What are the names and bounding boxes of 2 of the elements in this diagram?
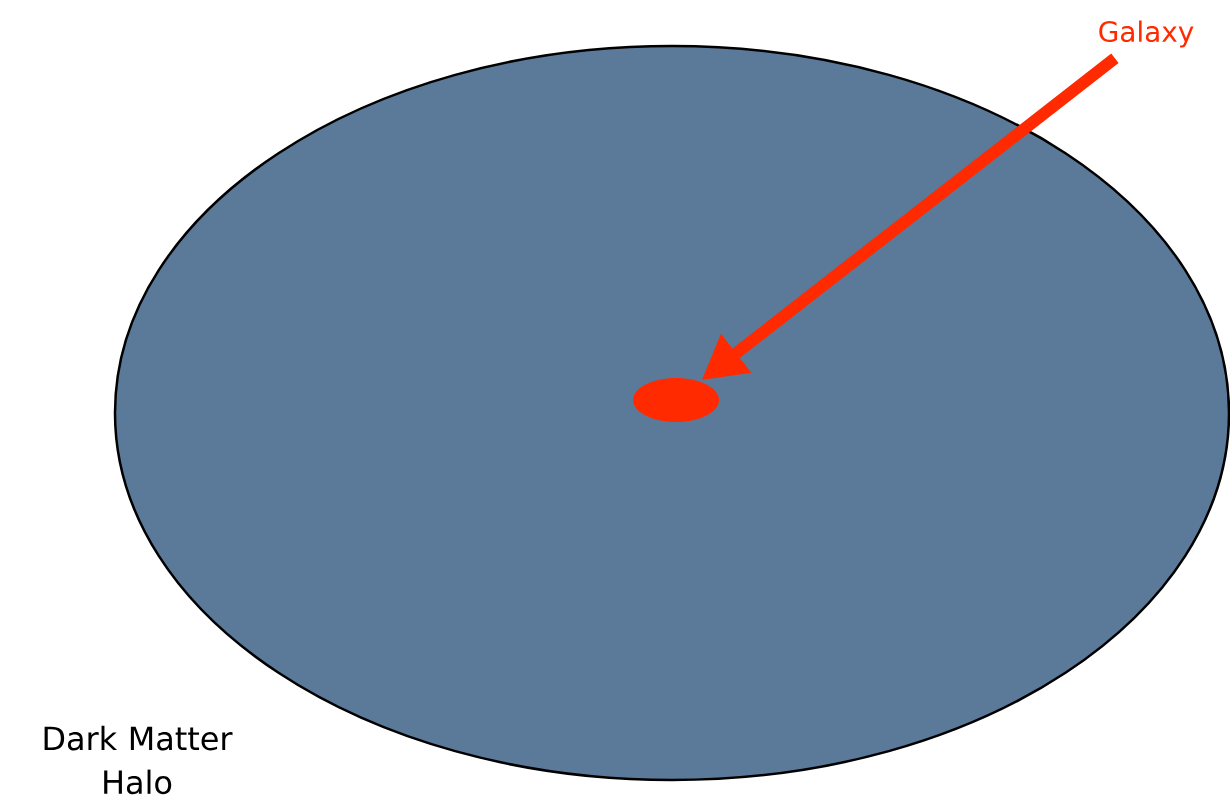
galaxy-ellipse (633, 378, 719, 422)
galaxy-label: Galaxy (1099, 20, 1194, 48)
